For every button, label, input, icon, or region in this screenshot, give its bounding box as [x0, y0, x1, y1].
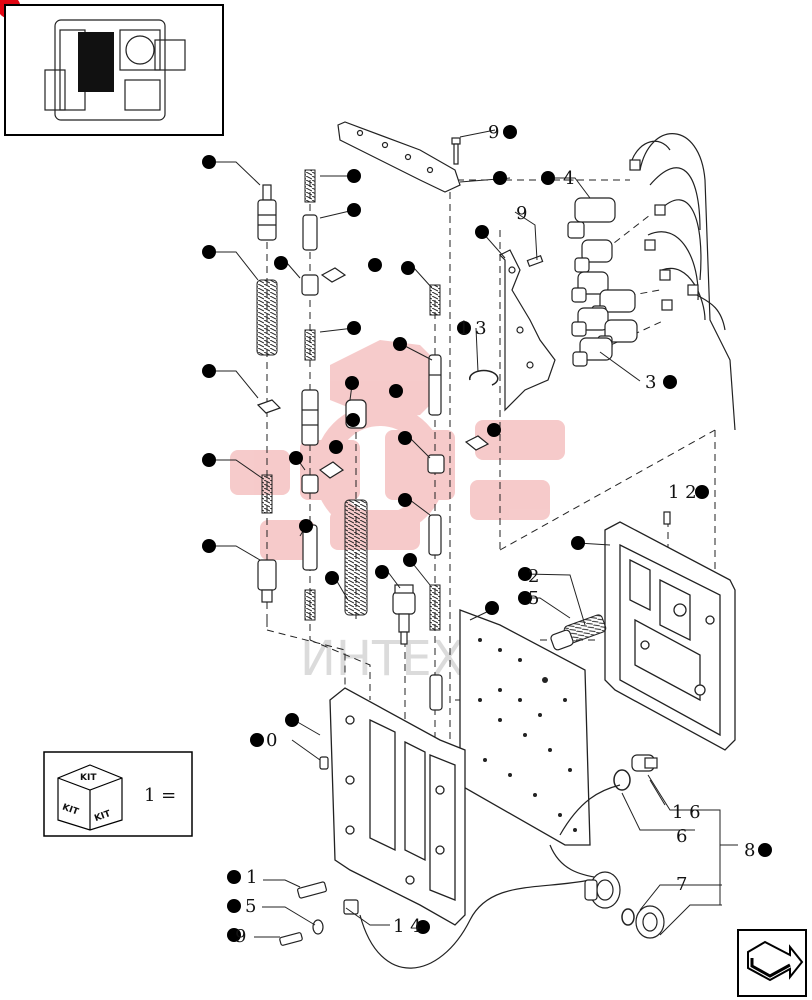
washer-5[interactable] — [312, 919, 324, 935]
callout-1: 1 — [246, 867, 257, 888]
solenoid-group[interactable] — [567, 197, 638, 367]
shim-left[interactable] — [256, 399, 282, 414]
snap-ring[interactable] — [469, 369, 499, 386]
callout-2: 2 — [528, 566, 539, 587]
callout-7: 7 — [676, 874, 687, 895]
callout-3: 3 — [645, 372, 656, 393]
valve-plate-right[interactable] — [604, 521, 736, 751]
bolt-9[interactable] — [279, 932, 303, 946]
spool-col4-lower[interactable] — [428, 514, 442, 556]
o-ring-7[interactable] — [621, 908, 635, 926]
callout-0: 0 — [266, 730, 277, 751]
plug-16[interactable] — [631, 754, 658, 772]
spring-small-left[interactable] — [261, 474, 273, 514]
spring-col4-top[interactable] — [429, 284, 441, 316]
leader-lines — [214, 129, 738, 938]
retainer-col4[interactable] — [427, 454, 445, 474]
valve-spool-left[interactable] — [257, 184, 277, 241]
dowel-pin[interactable] — [319, 756, 329, 770]
wiring-harness[interactable] — [629, 133, 736, 431]
retainer-col2-lower[interactable] — [301, 461, 345, 494]
callout-9-bottom: 9 — [235, 926, 246, 947]
spring-col2-mid[interactable] — [304, 329, 316, 361]
spool-col2[interactable] — [302, 214, 318, 251]
callout-5-right: 5 — [528, 588, 539, 609]
kit-equals: 1 = — [144, 785, 176, 806]
plug-right[interactable] — [550, 629, 574, 651]
shim-col4[interactable] — [464, 435, 490, 451]
callout-5-bottom: 5 — [245, 896, 256, 917]
gasket-bracket[interactable] — [498, 249, 556, 412]
next-page-arrow-icon[interactable] — [737, 929, 807, 997]
kit-legend: KIT KIT KIT 1 = — [43, 751, 193, 837]
kit-box-icon — [57, 764, 123, 831]
spool-col2-long[interactable] — [301, 389, 319, 446]
bracket-plate[interactable] — [337, 121, 461, 193]
spring-col2-top[interactable] — [304, 169, 316, 203]
plug-left[interactable] — [257, 559, 277, 603]
valve-stem[interactable] — [392, 584, 416, 645]
bolt-top[interactable] — [451, 137, 461, 165]
callout-12: 1 2 — [668, 482, 697, 503]
callout-9-mid: 9 — [516, 203, 527, 224]
clip-14[interactable] — [343, 899, 359, 915]
o-ring-6[interactable] — [613, 769, 631, 791]
valve-body[interactable] — [329, 687, 466, 926]
kit-label-top: KIT — [80, 773, 97, 783]
callout-14: 1 4 — [393, 916, 422, 937]
callout-13: 1 3 — [458, 318, 487, 339]
callout-8: 8 — [744, 840, 755, 861]
nut-8[interactable] — [635, 905, 665, 939]
pin-12[interactable] — [663, 511, 671, 525]
spool-col4-bottom[interactable] — [429, 674, 443, 711]
callout-bullets — [173, 125, 772, 942]
transmission-thumbnail-icon[interactable] — [4, 4, 224, 136]
connector[interactable] — [584, 871, 621, 909]
callout-4: 4 — [563, 168, 574, 189]
bolt-1[interactable] — [297, 881, 327, 899]
spring-large-left[interactable] — [256, 279, 278, 356]
spring-large-col3[interactable] — [344, 499, 368, 616]
spool-col4[interactable] — [428, 354, 442, 416]
callout-16: 1 6 — [672, 802, 701, 823]
callout-6: 6 — [676, 826, 687, 847]
retainer-col2[interactable] — [301, 267, 347, 296]
bolt-mid[interactable] — [526, 255, 544, 267]
callout-9-top: 9 — [488, 122, 499, 143]
spring-col4-bottom[interactable] — [429, 584, 441, 631]
spring-col2-bottom[interactable] — [304, 589, 316, 621]
